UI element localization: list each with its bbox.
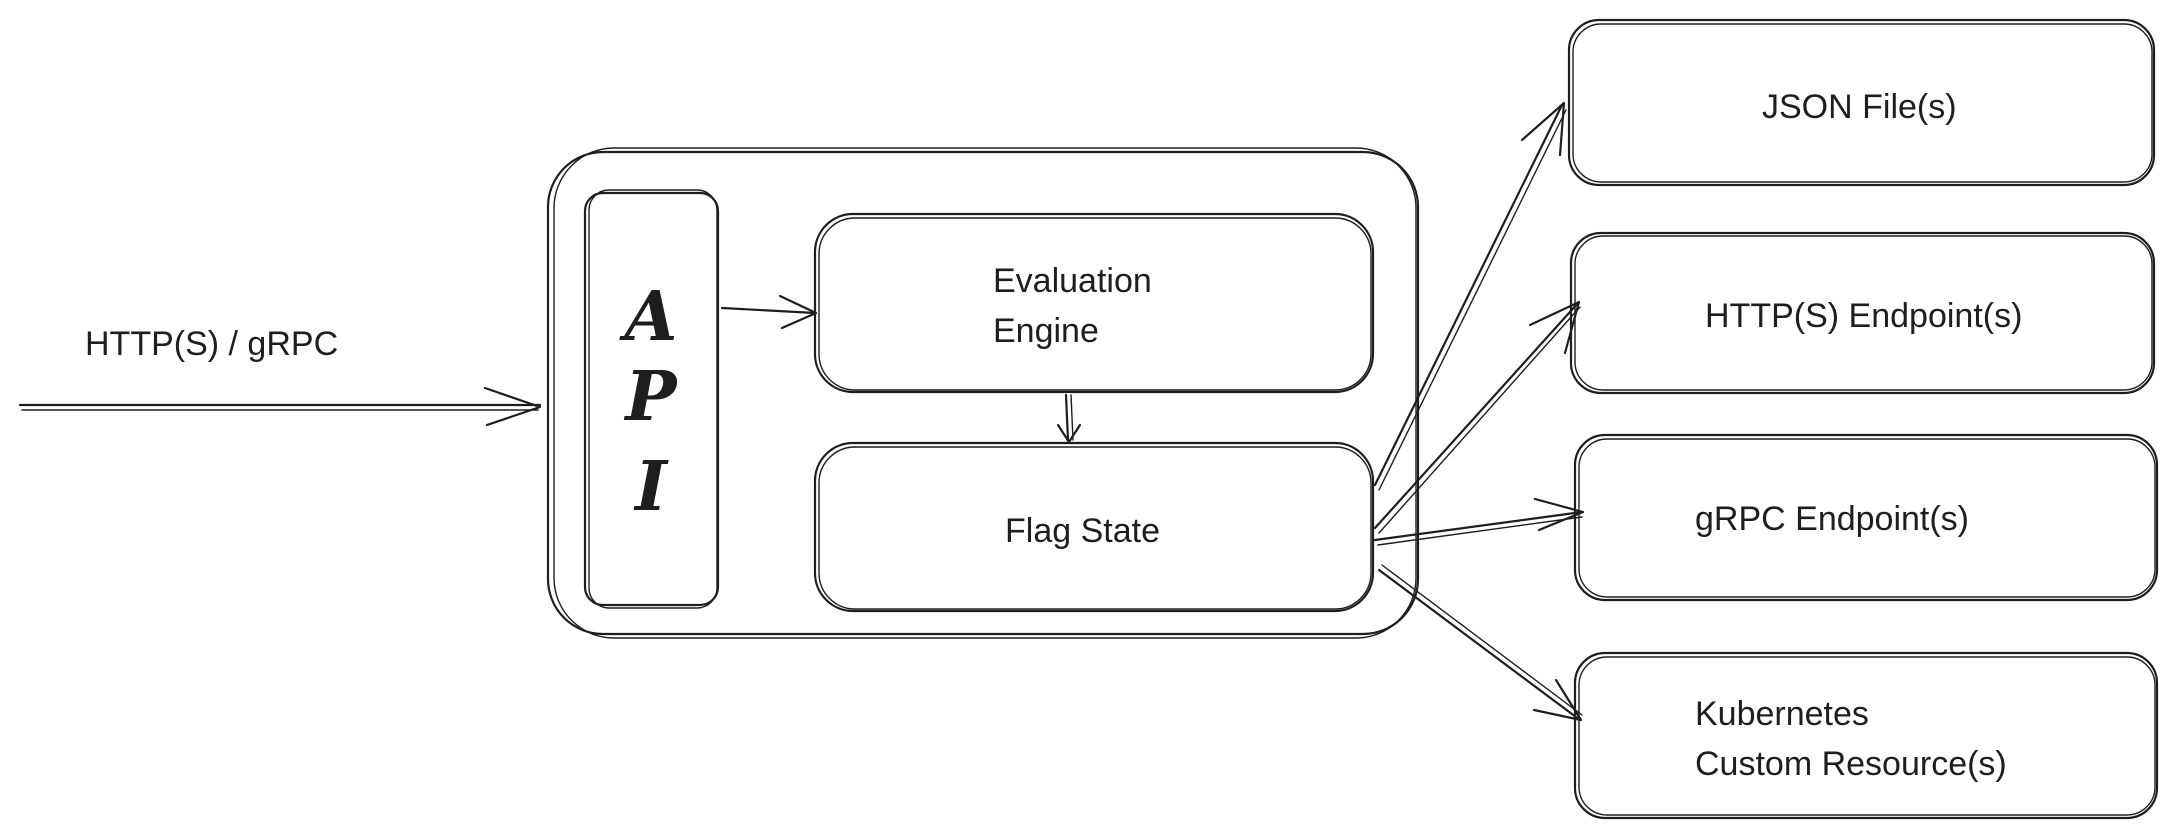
grpc-endpoints-label: gRPC Endpoint(s) [1695, 500, 1969, 538]
input-arrow [18, 386, 542, 427]
flag-state-box: Flag State [813, 441, 1375, 613]
evaluation-engine-line-1: Evaluation [993, 262, 1152, 300]
grpc-endpoints-box: gRPC Endpoint(s) [1573, 433, 2159, 602]
evaluation-engine-box: Evaluation Engine [813, 212, 1375, 394]
flagstate-to-grpc-arrow [1373, 497, 1585, 546]
flagstate-to-http-arrow [1373, 300, 1581, 534]
flagstate-to-json-arrow [1373, 101, 1567, 491]
api-letter-i: I [633, 447, 669, 527]
api-letter-a: A [619, 277, 678, 357]
api-to-engine-arrow [720, 294, 818, 330]
flagstate-to-kubernetes-arrow [1377, 564, 1583, 722]
kubernetes-label-line-1: Kubernetes [1695, 695, 1869, 733]
json-files-box: JSON File(s) [1567, 18, 2156, 187]
flag-state-label: Flag State [1005, 512, 1160, 550]
evaluation-engine-line-2: Engine [993, 312, 1099, 350]
api-box: A P I [583, 189, 720, 609]
input-protocol-label: HTTP(S) / gRPC [85, 325, 338, 363]
api-letter-p: P [623, 357, 678, 437]
http-endpoints-box: HTTP(S) Endpoint(s) [1569, 231, 2156, 395]
kubernetes-label-line-2: Custom Resource(s) [1695, 745, 2007, 783]
flagd-container [546, 147, 1420, 639]
json-files-label: JSON File(s) [1762, 88, 1957, 126]
http-endpoints-label: HTTP(S) Endpoint(s) [1705, 297, 2022, 335]
engine-to-flagstate-arrow [1056, 393, 1082, 444]
kubernetes-box: Kubernetes Custom Resource(s) [1573, 651, 2159, 820]
